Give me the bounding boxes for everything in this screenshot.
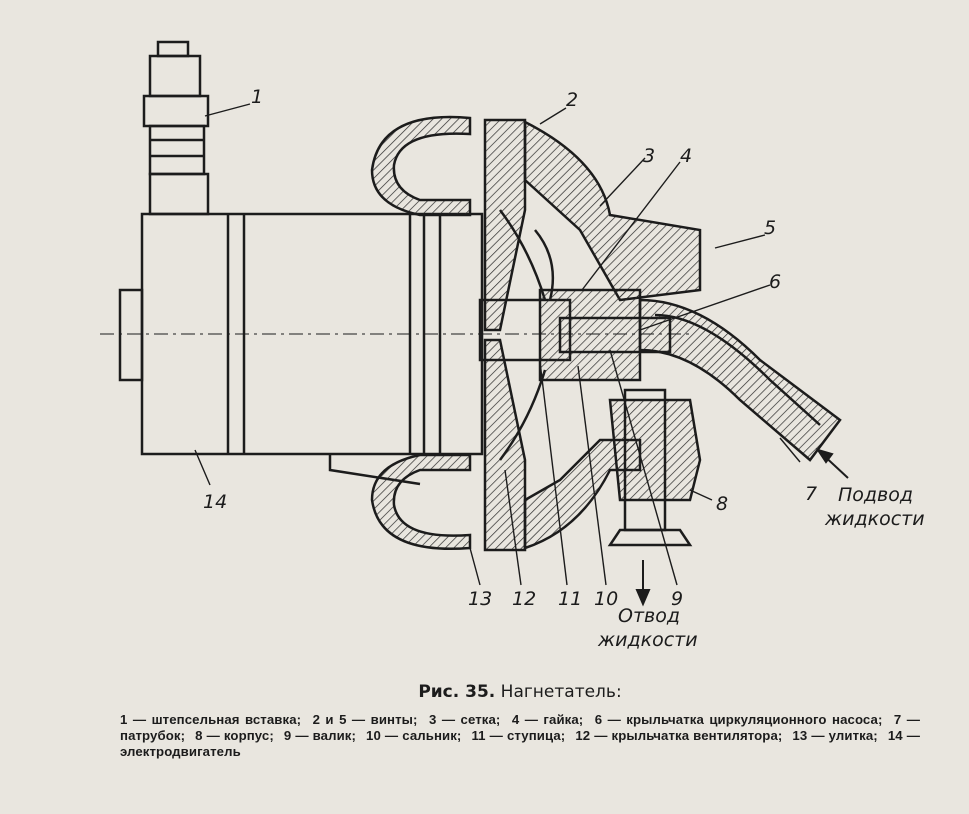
- legend-item: 12 — крыльчатка вентилятора;: [575, 728, 783, 743]
- blower-drawing: 1 2 3 4 5 6 7 8 9 10 11 12 13 14 Подвод …: [100, 40, 925, 651]
- legend-item: 14 — электродвигатель: [120, 728, 920, 759]
- electric-motor: [118, 212, 484, 486]
- label-13: 13: [468, 588, 492, 610]
- caption-legend: 1 — штепсельная вставка; 2 и 5 — винты; …: [120, 712, 920, 760]
- label-4: 4: [680, 145, 692, 167]
- outlet-label-line1: Отвод: [618, 605, 680, 627]
- legend-item: 6 — крыльчатка циркуляционного насоса;: [594, 712, 883, 727]
- leader-lines: [194, 103, 801, 586]
- inlet-label-line2: жидкости: [824, 508, 925, 530]
- label-8: 8: [716, 493, 728, 515]
- figure-caption: Рис. 35. Нагнетатель: 1 — штепсельная вс…: [120, 682, 920, 760]
- label-9: 9: [671, 588, 683, 610]
- label-2: 2: [566, 89, 578, 111]
- flow-arrows: [635, 448, 849, 607]
- label-3: 3: [643, 145, 655, 167]
- legend-item: 3 — сетка;: [428, 712, 501, 727]
- volute-housing: [370, 115, 702, 552]
- legend-item: 2 и 5 — винты;: [312, 712, 418, 727]
- legend-item: 10 — сальник;: [366, 728, 462, 743]
- label-1: 1: [251, 86, 263, 108]
- inlet-label-line1: Подвод: [838, 484, 913, 506]
- label-12: 12: [512, 588, 536, 610]
- label-5: 5: [764, 217, 776, 239]
- legend-item: 11 — ступица;: [471, 728, 566, 743]
- legend-item: 13 — улитка;: [792, 728, 878, 743]
- label-6: 6: [769, 271, 781, 293]
- legend-item: 1 — штепсельная вставка;: [120, 712, 302, 727]
- outlet-label-line2: жидкости: [597, 629, 698, 651]
- label-14: 14: [203, 491, 227, 513]
- pump-body: [478, 288, 702, 547]
- legend-item: 7 — патрубок;: [120, 712, 921, 743]
- legend-item: 4 — гайка;: [511, 712, 584, 727]
- figure-title: Нагнетатель:: [500, 682, 622, 702]
- inlet-pipe: [638, 298, 842, 462]
- part-labels: 1 2 3 4 5 6 7 8 9 10 11 12 13 14 Подвод …: [203, 86, 925, 651]
- plug-connector: [142, 40, 210, 216]
- label-7: 7: [805, 483, 817, 505]
- legend-item: 8 — корпус;: [195, 728, 274, 743]
- caption-title: Рис. 35. Нагнетатель:: [120, 682, 920, 702]
- legend-item: 9 — валик;: [283, 728, 356, 743]
- figure-number: Рис. 35.: [418, 682, 496, 702]
- label-10: 10: [594, 588, 618, 610]
- label-11: 11: [558, 588, 582, 610]
